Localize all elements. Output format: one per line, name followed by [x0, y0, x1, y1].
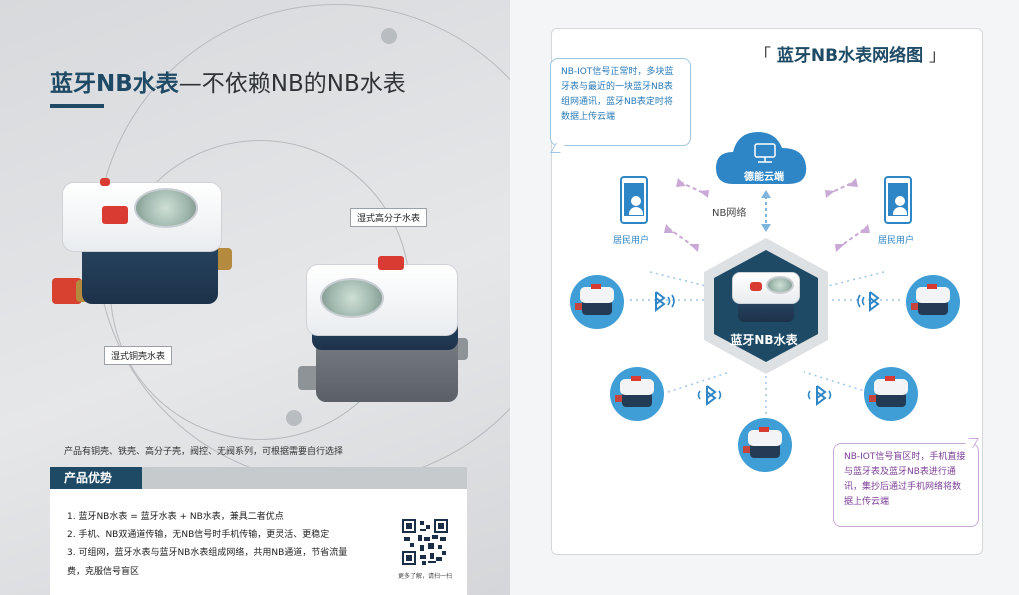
decor-dot — [381, 28, 397, 44]
note-signal-normal: NB-IOT信号正常时，多块蓝牙表与最近的一块蓝牙NB表组网通讯，蓝牙NB表定时… — [550, 58, 691, 146]
advantage-item: 3. 可组网，蓝牙水表与蓝牙NB水表组成网络，共用NB通道，节省流量 — [67, 548, 348, 558]
meter-valve-button — [378, 256, 404, 270]
nb-network-label: NB网络 — [712, 208, 747, 219]
cloud-label: 德能云端 — [744, 172, 784, 183]
bluetooth-icon — [697, 385, 722, 406]
advantages-heading: 产品优势 — [50, 467, 142, 489]
meter-indicator — [100, 178, 110, 186]
qr-caption: 更多了解，请扫一扫 — [398, 573, 453, 580]
polymer-meter-image — [298, 256, 468, 406]
bluetooth-meter-node — [738, 418, 792, 472]
callout-copper-meter: 湿式铜壳水表 — [104, 346, 173, 365]
cloud-icon — [716, 132, 807, 184]
phone-icon-right — [884, 176, 912, 224]
advantages-box: 1. 蓝牙NB水表 = 蓝牙水表 + NB水表，兼具二者优点 2. 手机、NB双… — [50, 489, 467, 595]
copper-meter-image — [52, 170, 232, 320]
left-page: 蓝牙NB水表—不依赖NB的NB水表 湿式铜壳水表 湿式高分子水表 产品有铜壳、铁… — [0, 0, 510, 595]
network-title-text: 蓝牙NB水表网络图 — [776, 46, 924, 66]
title-rest: —不依赖NB的NB水表 — [178, 71, 406, 97]
meter-dial — [134, 188, 198, 228]
phone-icon-left — [620, 176, 648, 224]
title-strong: 蓝牙NB水表 — [50, 71, 179, 97]
network-title: 「 蓝牙NB水表网络图 」 — [754, 41, 946, 66]
resident-user-label-left: 居民用户 — [613, 236, 650, 246]
title-underline — [50, 104, 104, 108]
advantage-item: 2. 手机、NB双通道传输，无NB信号时手机传输，更灵活、更稳定 — [67, 530, 330, 540]
resident-user-label-right: 居民用户 — [878, 236, 915, 246]
bluetooth-icon — [655, 291, 675, 312]
advantages-header-bar — [50, 467, 467, 489]
center-nb-meter-image — [730, 266, 802, 324]
product-description: 产品有铜壳、铁壳、高分子壳，阀控、无阀系列，可根据需要自行选择 — [64, 447, 344, 457]
callout-polymer-meter: 湿式高分子水表 — [350, 208, 428, 227]
bluetooth-meter-node — [610, 367, 664, 421]
advantage-item: 费，克服信号盲区 — [67, 567, 140, 577]
bluetooth-icon — [857, 291, 880, 312]
advantage-item: 1. 蓝牙NB水表 = 蓝牙水表 + NB水表，兼具二者优点 — [67, 512, 284, 522]
meter-dial — [320, 278, 384, 318]
bluetooth-meter-node — [864, 367, 918, 421]
bluetooth-meter-node — [570, 275, 624, 329]
bluetooth-meter-node — [906, 275, 960, 329]
note-signal-blind: NB-IOT信号盲区时，手机直接与蓝牙表及蓝牙NB表进行通讯，集抄后通过手机网络… — [833, 443, 979, 527]
title-bracket-open: 「 — [754, 46, 771, 66]
bluetooth-icon — [807, 385, 832, 406]
meter-valve-button — [102, 206, 128, 224]
qr-code-icon[interactable] — [402, 519, 448, 565]
page-title: 蓝牙NB水表—不依赖NB的NB水表 — [50, 64, 406, 98]
bluetooth-links — [630, 271, 904, 418]
title-bracket-close: 」 — [929, 46, 947, 66]
decor-dot — [286, 410, 302, 426]
center-meter-label: 蓝牙NB水表 — [730, 333, 798, 347]
